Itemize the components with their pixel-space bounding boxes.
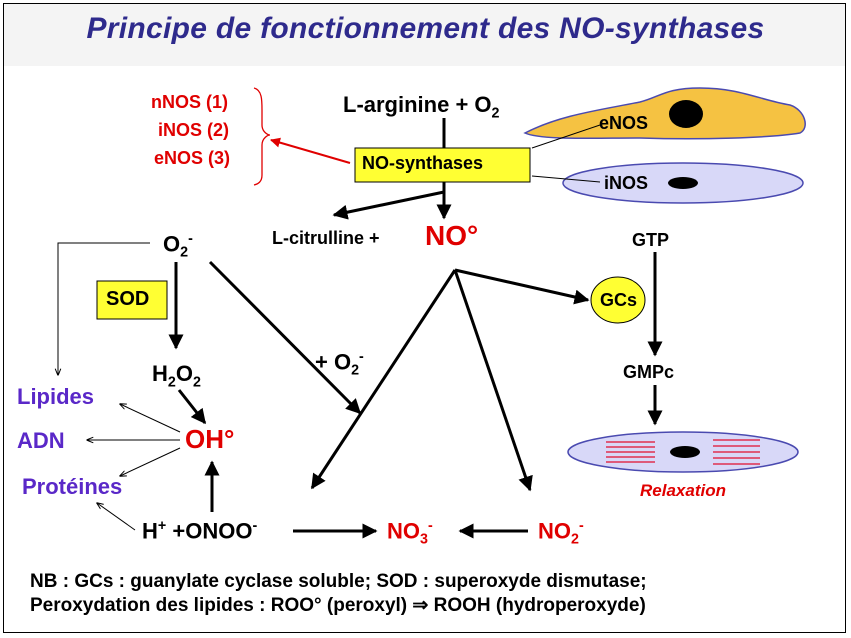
enos-cell-label: eNOS (599, 113, 649, 133)
synthase-to-citrulline-arrow (332, 190, 445, 220)
hydroxyl-radical-label: OH° (185, 424, 235, 454)
nitric-oxide-label: NO° (425, 220, 479, 251)
superoxide-label: O2- (163, 231, 193, 261)
footnote: NB : GCs : guanylate cyclase soluble; SO… (30, 570, 647, 618)
gcs-label: GCs (600, 290, 638, 310)
nitrate-label: NO3- (387, 518, 433, 548)
gtp-label: GTP (632, 230, 670, 250)
sod-box: SOD (106, 288, 150, 310)
substrate-label: L-arginine + O2 (343, 92, 500, 122)
target-proteines: Protéines (22, 474, 123, 499)
target-lipides: Lipides (17, 384, 95, 409)
no-to-no2-arrow (453, 269, 533, 492)
endothelial-cell-shape (523, 87, 806, 140)
isoform-arrow (270, 137, 351, 164)
slide-title: Principe de fonctionnement des NO-syntha… (86, 12, 765, 45)
slide-frame (3, 3, 846, 633)
gmpc-label: GMPc (623, 362, 675, 382)
h2o2-label: H2O2 (152, 361, 201, 391)
macrophage-nucleus (668, 177, 698, 189)
oh-to-proteines-arrow (120, 447, 181, 476)
relaxation-label: Relaxation (640, 481, 726, 500)
plus-superoxide-label: + O2- (315, 349, 364, 379)
h2o2-to-oh-arrow (177, 389, 207, 425)
footnote-line-1: NB : GCs : guanylate cyclase soluble; SO… (30, 571, 647, 592)
endothelial-nucleus (669, 100, 703, 128)
superoxide-to-junction-arrow (208, 260, 362, 415)
isoform-inos: iNOS (2) (158, 120, 230, 140)
isoform-nnos: nNOS (1) (151, 92, 229, 112)
superoxide-to-lipides-line (58, 242, 150, 375)
inos-cell-label: iNOS (604, 173, 649, 193)
target-adn: ADN (17, 428, 65, 453)
footnote-line-2: Peroxydation des lipides : ROO° (peroxyl… (30, 595, 646, 616)
nitrite-label: NO2- (538, 518, 584, 548)
isoform-bracket (253, 87, 271, 186)
peroxynitrite-label: H+ +ONOO- (142, 518, 258, 544)
sod-box-shape (96, 280, 168, 320)
contractile-filaments (606, 439, 760, 465)
isoform-enos: eNOS (3) (154, 148, 231, 168)
gcs-circle-shape (590, 276, 646, 324)
smooth-muscle-nucleus (670, 446, 700, 458)
no-synthases-box-shape (354, 147, 531, 183)
no-synthases-box: NO-synthases (362, 153, 484, 173)
enos-pointer (531, 124, 601, 149)
inos-pointer (531, 175, 601, 183)
title-bar (4, 4, 845, 66)
oh-to-lipides-arrow (120, 404, 181, 433)
onoo-to-proteines-arrow (97, 503, 136, 531)
no-to-gcs-arrow (454, 268, 590, 305)
citrulline-label: L-citrulline + (272, 228, 380, 248)
no-to-onoo-arrow (310, 269, 457, 490)
